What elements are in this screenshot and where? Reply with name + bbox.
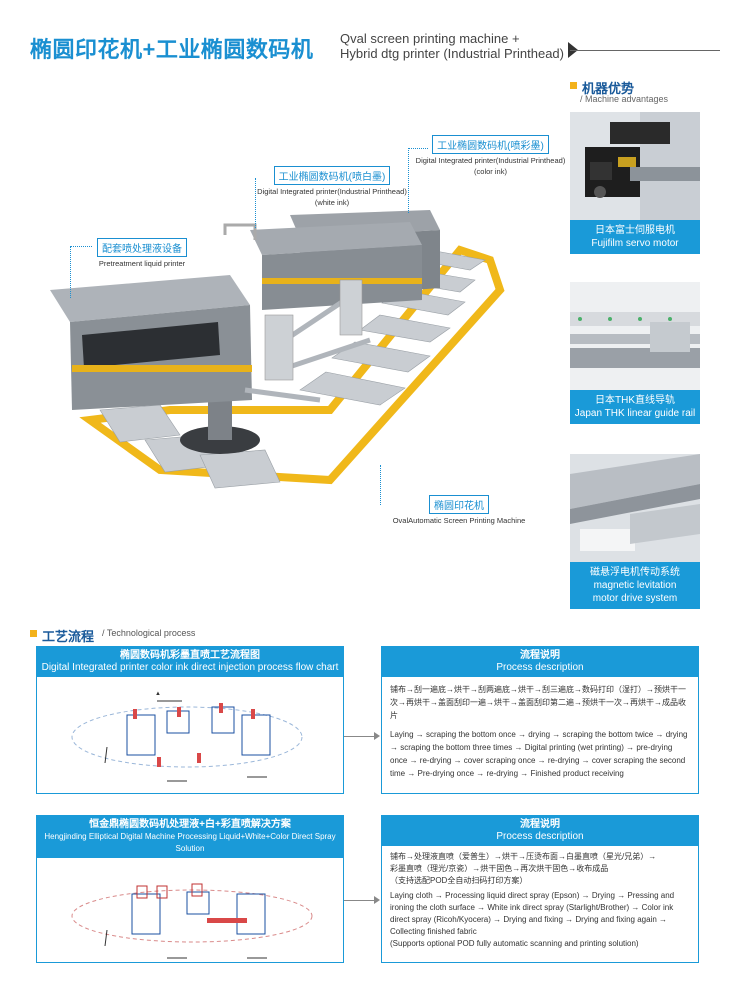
flow-chart-title: 恒金鼎椭圆数码机处理液+白+彩直喷解决方案 Hengjinding Ellipt… — [37, 816, 343, 858]
flow-chart-diagram-1: ▲ — [71, 691, 303, 782]
callout-leader-line — [70, 246, 71, 298]
advantage-caption: 日本富士伺服电机 Fujifilm servo motor — [570, 220, 700, 254]
connector-line — [344, 736, 376, 737]
flow-chart-diagram-2 — [71, 883, 313, 959]
page-header: 椭圆印花机+工业椭圆数码机 Qval screen printing machi… — [30, 28, 720, 78]
process-description-box-2: 流程说明 Process description 铺布→处理液直喷（爱普生）→烘… — [381, 815, 699, 963]
process-description-text: 铺布→刮一遍底→烘干→刮两遍底→烘干→刮三遍底→数码打印（湿打）→预烘干一次→再… — [390, 685, 688, 778]
arrow-right-icon — [374, 732, 380, 740]
process-description-box-1: 流程说明 Process description 铺布→刮一遍底→烘干→刮两遍底… — [381, 646, 699, 794]
callout-leader-line — [70, 246, 92, 247]
page-title-cn: 椭圆印花机+工业椭圆数码机 — [30, 37, 314, 62]
machine-illustration: 工业椭圆数码机(喷彩墨) Digital Integrated printer(… — [30, 110, 565, 550]
process-description-title: 流程说明 Process description — [382, 647, 698, 677]
advantage-card-rail: 日本THK直线导轨 Japan THK linear guide rail — [570, 282, 700, 424]
advantage-card-servo: 日本富士伺服电机 Fujifilm servo motor — [570, 112, 700, 254]
advantage-caption: 日本THK直线导轨 Japan THK linear guide rail — [570, 390, 700, 424]
bullet-square-icon — [30, 630, 37, 637]
process-description-text: 铺布→处理液直喷（爱普生）→烘干→压烫布面→白墨直喷（星光/兄弟）→ 彩墨直喷（… — [390, 852, 675, 948]
machine-drawing — [50, 210, 505, 489]
callout-color-ink: 工业椭圆数码机(喷彩墨) Digital Integrated printer(… — [408, 135, 573, 176]
callout-leader-line — [408, 148, 409, 213]
callout-pretreatment: 配套喷处理液设备 Pretreatment liquid printer — [72, 238, 212, 268]
connector-line — [344, 900, 376, 901]
page-title-en: Qval screen printing machine + Hybrid dt… — [340, 31, 564, 61]
callout-leader-line — [255, 178, 256, 228]
callout-leader-line — [408, 148, 428, 149]
callout-oval-screen: 椭圆印花机 OvalAutomatic Screen Printing Mach… — [378, 495, 540, 525]
callout-leader-line — [380, 465, 381, 505]
process-description-title: 流程说明 Process description — [382, 816, 698, 846]
advantage-caption: 磁悬浮电机传动系统 magnetic levitation motor driv… — [570, 562, 700, 609]
advantage-card-maglev: 磁悬浮电机传动系统 magnetic levitation motor driv… — [570, 454, 700, 609]
callout-white-ink: 工业椭圆数码机(喷白墨) Digital Integrated printer(… — [252, 166, 412, 207]
bullet-square-icon — [570, 82, 577, 89]
svg-text:▲: ▲ — [155, 691, 161, 697]
flow-chart-title: 椭圆数码机彩墨直喷工艺流程图 Digital Integrated printe… — [37, 647, 343, 677]
flow-chart-box-1: 椭圆数码机彩墨直喷工艺流程图 Digital Integrated printe… — [36, 646, 344, 794]
maglev-drive-photo — [570, 454, 700, 562]
linear-guide-rail-photo — [570, 282, 700, 390]
arrow-right-icon — [374, 896, 380, 904]
header-divider — [570, 50, 720, 51]
servo-motor-photo — [570, 112, 700, 220]
flow-chart-box-2: 恒金鼎椭圆数码机处理液+白+彩直喷解决方案 Hengjinding Ellipt… — [36, 815, 344, 963]
